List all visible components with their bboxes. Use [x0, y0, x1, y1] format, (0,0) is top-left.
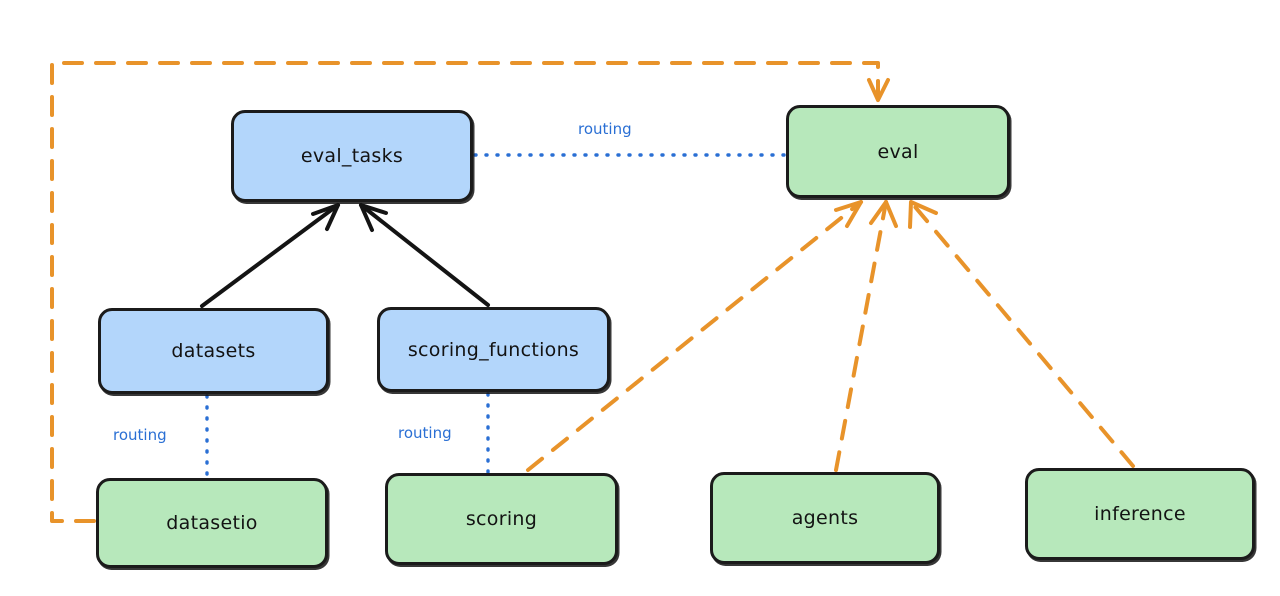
node-inference[interactable]: inference — [1025, 468, 1255, 560]
node-label-scoring-functions: scoring_functions — [407, 338, 580, 361]
edge-label-routing-datasetio: routing — [113, 426, 167, 444]
node-datasets[interactable]: datasets — [98, 308, 329, 394]
edge-scoring_functions-to-eval_tasks — [359, 203, 490, 307]
edge-scoring-to-eval-dependency — [526, 200, 863, 472]
node-scoring[interactable]: scoring — [385, 473, 618, 565]
node-label-scoring: scoring — [465, 508, 538, 530]
node-label-eval: eval — [877, 140, 919, 163]
node-agents[interactable]: agents — [710, 472, 940, 564]
node-label-datasets: datasets — [171, 340, 256, 362]
edge-datasets-to-eval_tasks — [200, 203, 340, 308]
edge-label-routing-scoring: routing — [398, 424, 452, 442]
edge-agents-to-eval-dependency — [834, 200, 898, 472]
node-label-agents: agents — [791, 507, 859, 529]
node-datasetio[interactable]: datasetio — [96, 478, 328, 568]
edge-label-routing-eval: routing — [578, 120, 632, 138]
node-eval[interactable]: eval — [786, 105, 1010, 198]
edge-inference-to-eval-dependency — [908, 200, 1135, 468]
node-label-inference: inference — [1094, 503, 1186, 525]
node-eval-tasks[interactable]: eval_tasks — [231, 110, 473, 202]
node-label-datasetio: datasetio — [166, 512, 258, 534]
node-scoring-functions[interactable]: scoring_functions — [377, 307, 610, 392]
edge-datasetio-to-eval-dependency — [50, 61, 890, 523]
node-label-eval-tasks: eval_tasks — [300, 145, 404, 167]
